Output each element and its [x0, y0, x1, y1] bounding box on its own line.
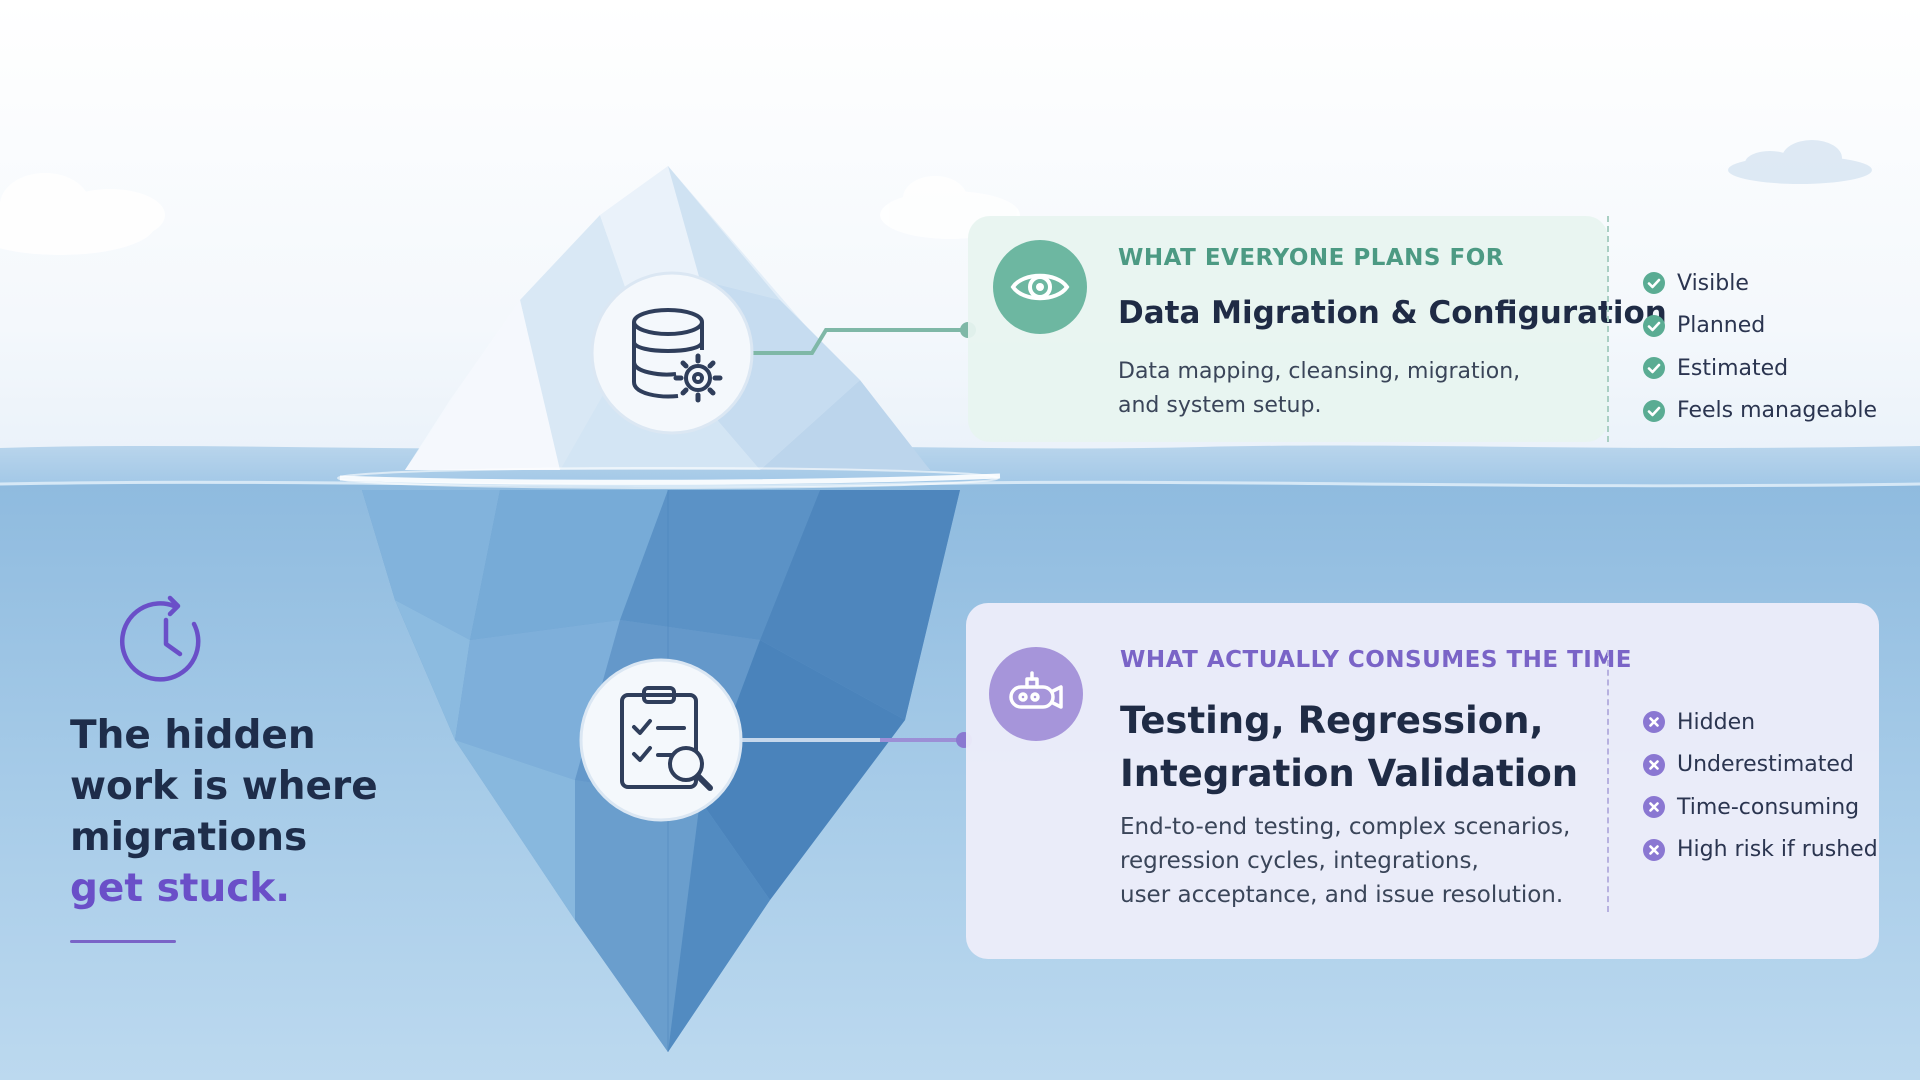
x-circle-icon — [1643, 796, 1665, 819]
top-card-eyebrow: WHAT EVERYONE PLANS FOR — [1118, 245, 1504, 271]
top-checklist: Visible Planned Estimated Feels manageab… — [1643, 262, 1877, 432]
list-item: Visible — [1643, 262, 1877, 305]
bottom-card — [966, 603, 1879, 959]
top-card-description: Data mapping, cleansing, migration, and … — [1118, 359, 1521, 418]
check-circle-icon — [1643, 399, 1665, 422]
bottom-card-description: End-to-end testing, complex scenarios, r… — [1120, 814, 1571, 908]
x-circle-icon — [1643, 711, 1665, 734]
top-card-title: Data Migration & Configuration — [1118, 295, 1667, 331]
cloud-right — [1728, 140, 1872, 184]
check-circle-icon — [1643, 314, 1665, 337]
connector-top — [752, 328, 968, 355]
bottom-card-title: Testing, Regression, Integration Validat… — [1120, 699, 1579, 795]
cloud-left — [0, 173, 165, 255]
clock-icon — [120, 595, 201, 682]
check-circle-icon — [1643, 272, 1665, 295]
headline-accent: get stuck. — [70, 866, 291, 911]
eye-icon — [1010, 273, 1070, 301]
list-item: Estimated — [1643, 347, 1877, 390]
check-circle-icon — [1643, 357, 1665, 380]
x-circle-icon — [1643, 838, 1665, 861]
list-item: Feels manageable — [1643, 390, 1877, 433]
x-circle-icon — [1643, 753, 1665, 776]
list-item: High risk if rushed — [1643, 829, 1878, 872]
bottom-card-eyebrow: WHAT ACTUALLY CONSUMES THE TIME — [1120, 647, 1632, 673]
clipboard-checklist-search-icon — [579, 658, 743, 822]
list-item: Planned — [1643, 305, 1877, 348]
list-item: Hidden — [1643, 701, 1878, 744]
submarine-icon-badge — [989, 647, 1083, 741]
headline: The hidden work is where migrations get … — [70, 710, 378, 914]
top-card — [968, 216, 1608, 442]
bottom-card-divider — [1607, 650, 1609, 912]
submarine-icon — [1009, 671, 1063, 709]
list-item: Time-consuming — [1643, 786, 1878, 829]
bottom-checklist: Hidden Underestimated Time-consuming Hig… — [1643, 701, 1878, 871]
headline-underline — [70, 940, 176, 943]
list-item: Underestimated — [1643, 744, 1878, 787]
top-card-divider — [1607, 216, 1609, 442]
database-gear-icon — [590, 271, 754, 435]
eye-icon-badge — [993, 240, 1087, 334]
